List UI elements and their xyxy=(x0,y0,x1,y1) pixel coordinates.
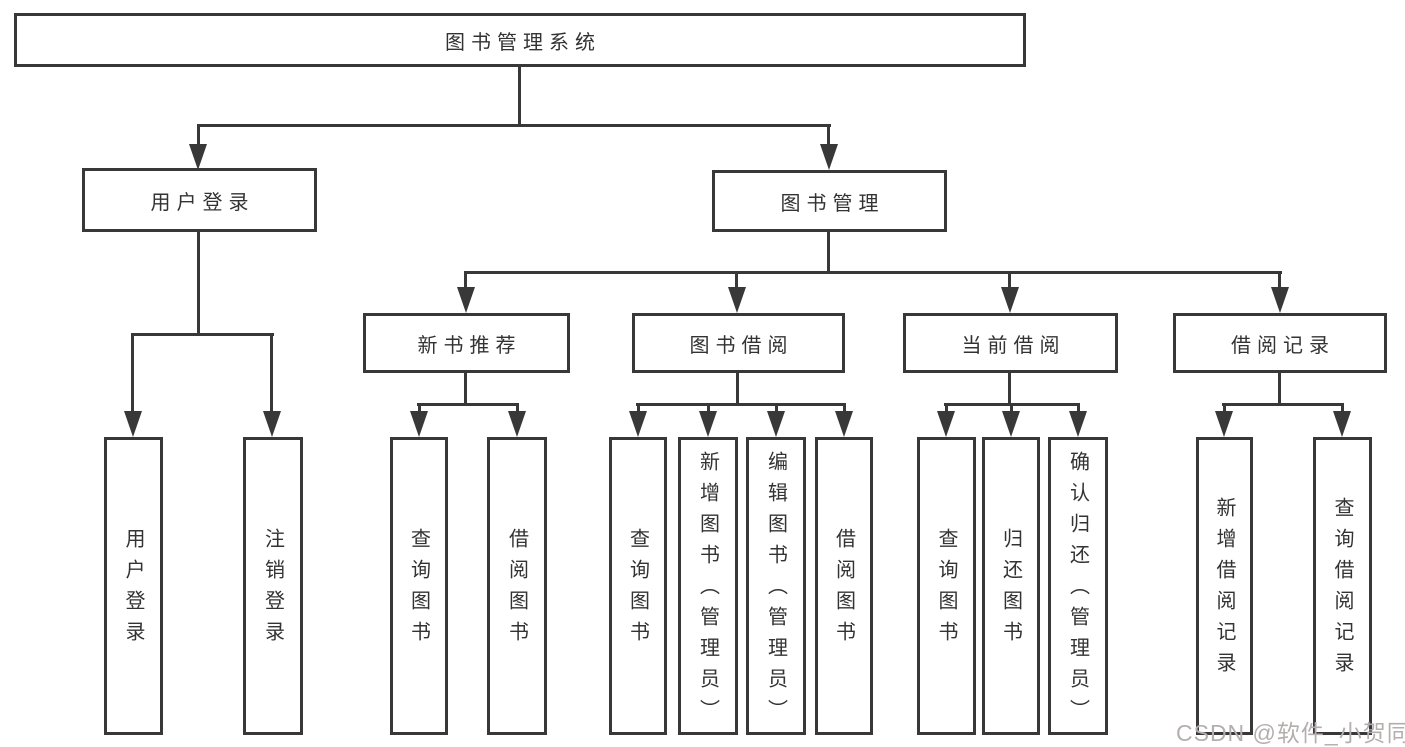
arrow-down-icon xyxy=(457,287,475,313)
connector-leaf-stub xyxy=(418,403,421,413)
connector-branch-hline xyxy=(636,403,846,406)
connector-leaf-stub xyxy=(1341,403,1344,413)
connector-level2-stub xyxy=(1278,271,1281,289)
connector-leaf-stub xyxy=(945,403,948,413)
arrow-down-icon xyxy=(629,411,647,437)
arrow-down-icon xyxy=(699,411,717,437)
connector-leaf-stub xyxy=(1223,403,1226,413)
arrow-down-icon xyxy=(410,411,428,437)
connector-level1-hline xyxy=(197,124,831,127)
arrow-down-icon xyxy=(835,411,853,437)
arrow-down-icon xyxy=(728,287,746,313)
node-leaf-recommend-query-books: 查询图书 xyxy=(390,437,448,735)
arrow-down-icon xyxy=(1069,411,1087,437)
arrow-down-icon xyxy=(767,411,785,437)
arrow-down-icon xyxy=(1215,411,1233,437)
connector-user-login-stub xyxy=(197,124,200,148)
node-new-book-recommend: 新书推荐 xyxy=(363,313,570,373)
arrow-down-icon xyxy=(1001,287,1019,313)
arrow-down-icon xyxy=(820,144,838,170)
node-leaf-query-borrow-record: 查询借阅记录 xyxy=(1313,437,1372,735)
connector-level2-stub xyxy=(464,271,467,289)
connector-branch-hline xyxy=(1222,403,1344,406)
connector-book-mgmt-stub xyxy=(827,124,830,148)
arrow-down-icon xyxy=(1002,411,1020,437)
node-leaf-edit-books-admin: 编辑图书（管理员） xyxy=(746,437,806,735)
connector-branch-stub xyxy=(1008,373,1011,405)
arrow-down-icon xyxy=(1333,411,1351,437)
connector-level2-hline xyxy=(464,271,1282,274)
connector-leaf-stub xyxy=(637,403,640,413)
csdn-watermark: CSDN @软件_小贺同学 xyxy=(1176,720,1405,746)
node-leaf-recommend-borrow-books: 借阅图书 xyxy=(487,437,547,735)
arrow-down-icon xyxy=(937,411,955,437)
node-leaf-add-books-admin: 新增图书（管理员） xyxy=(678,437,738,735)
connector-mgmt-branch-stub xyxy=(827,232,830,273)
arrow-down-icon xyxy=(124,411,142,437)
node-leaf-confirm-return-admin: 确认归还（管理员） xyxy=(1048,437,1108,735)
node-leaf-return-books: 归还图书 xyxy=(982,437,1040,735)
connector-leaf-stub xyxy=(516,403,519,413)
node-leaf-borrowing-borrow-books: 借阅图书 xyxy=(815,437,873,735)
connector-root-stub xyxy=(518,67,521,124)
node-leaf-user-login: 用户登录 xyxy=(104,437,163,735)
arrow-down-icon xyxy=(508,411,526,437)
connector-leaf-stub xyxy=(270,333,273,411)
connector-leaf-stub xyxy=(775,403,778,413)
arrow-down-icon xyxy=(189,144,207,170)
connector-level2-stub xyxy=(1008,271,1011,289)
connector-leaf-stub xyxy=(131,333,134,411)
node-leaf-add-borrow-record: 新增借阅记录 xyxy=(1196,437,1253,735)
connector-user-branch-stub xyxy=(197,232,200,335)
connector-user-branch-hline xyxy=(131,333,274,336)
node-borrowing-records: 借阅记录 xyxy=(1173,313,1387,373)
connector-level2-stub xyxy=(735,271,738,289)
connector-branch-stub xyxy=(736,373,739,405)
arrow-down-icon xyxy=(1271,287,1289,313)
node-book-management: 图书管理 xyxy=(712,170,947,232)
connector-leaf-stub xyxy=(707,403,710,413)
connector-branch-stub xyxy=(1278,373,1281,405)
node-user-login: 用户登录 xyxy=(82,168,317,232)
connector-branch-stub xyxy=(464,373,467,405)
node-book-borrowing: 图书借阅 xyxy=(632,313,845,373)
node-leaf-logout: 注销登录 xyxy=(243,437,303,735)
connector-leaf-stub xyxy=(1010,403,1013,413)
node-leaf-current-query-books: 查询图书 xyxy=(917,437,976,735)
node-leaf-borrowing-query-books: 查询图书 xyxy=(609,437,667,735)
node-library-management-system: 图书管理系统 xyxy=(14,13,1026,67)
connector-leaf-stub xyxy=(843,403,846,413)
arrow-down-icon xyxy=(263,411,281,437)
connector-branch-hline xyxy=(417,403,519,406)
node-current-borrowing: 当前借阅 xyxy=(903,313,1118,373)
connector-leaf-stub xyxy=(1077,403,1080,413)
